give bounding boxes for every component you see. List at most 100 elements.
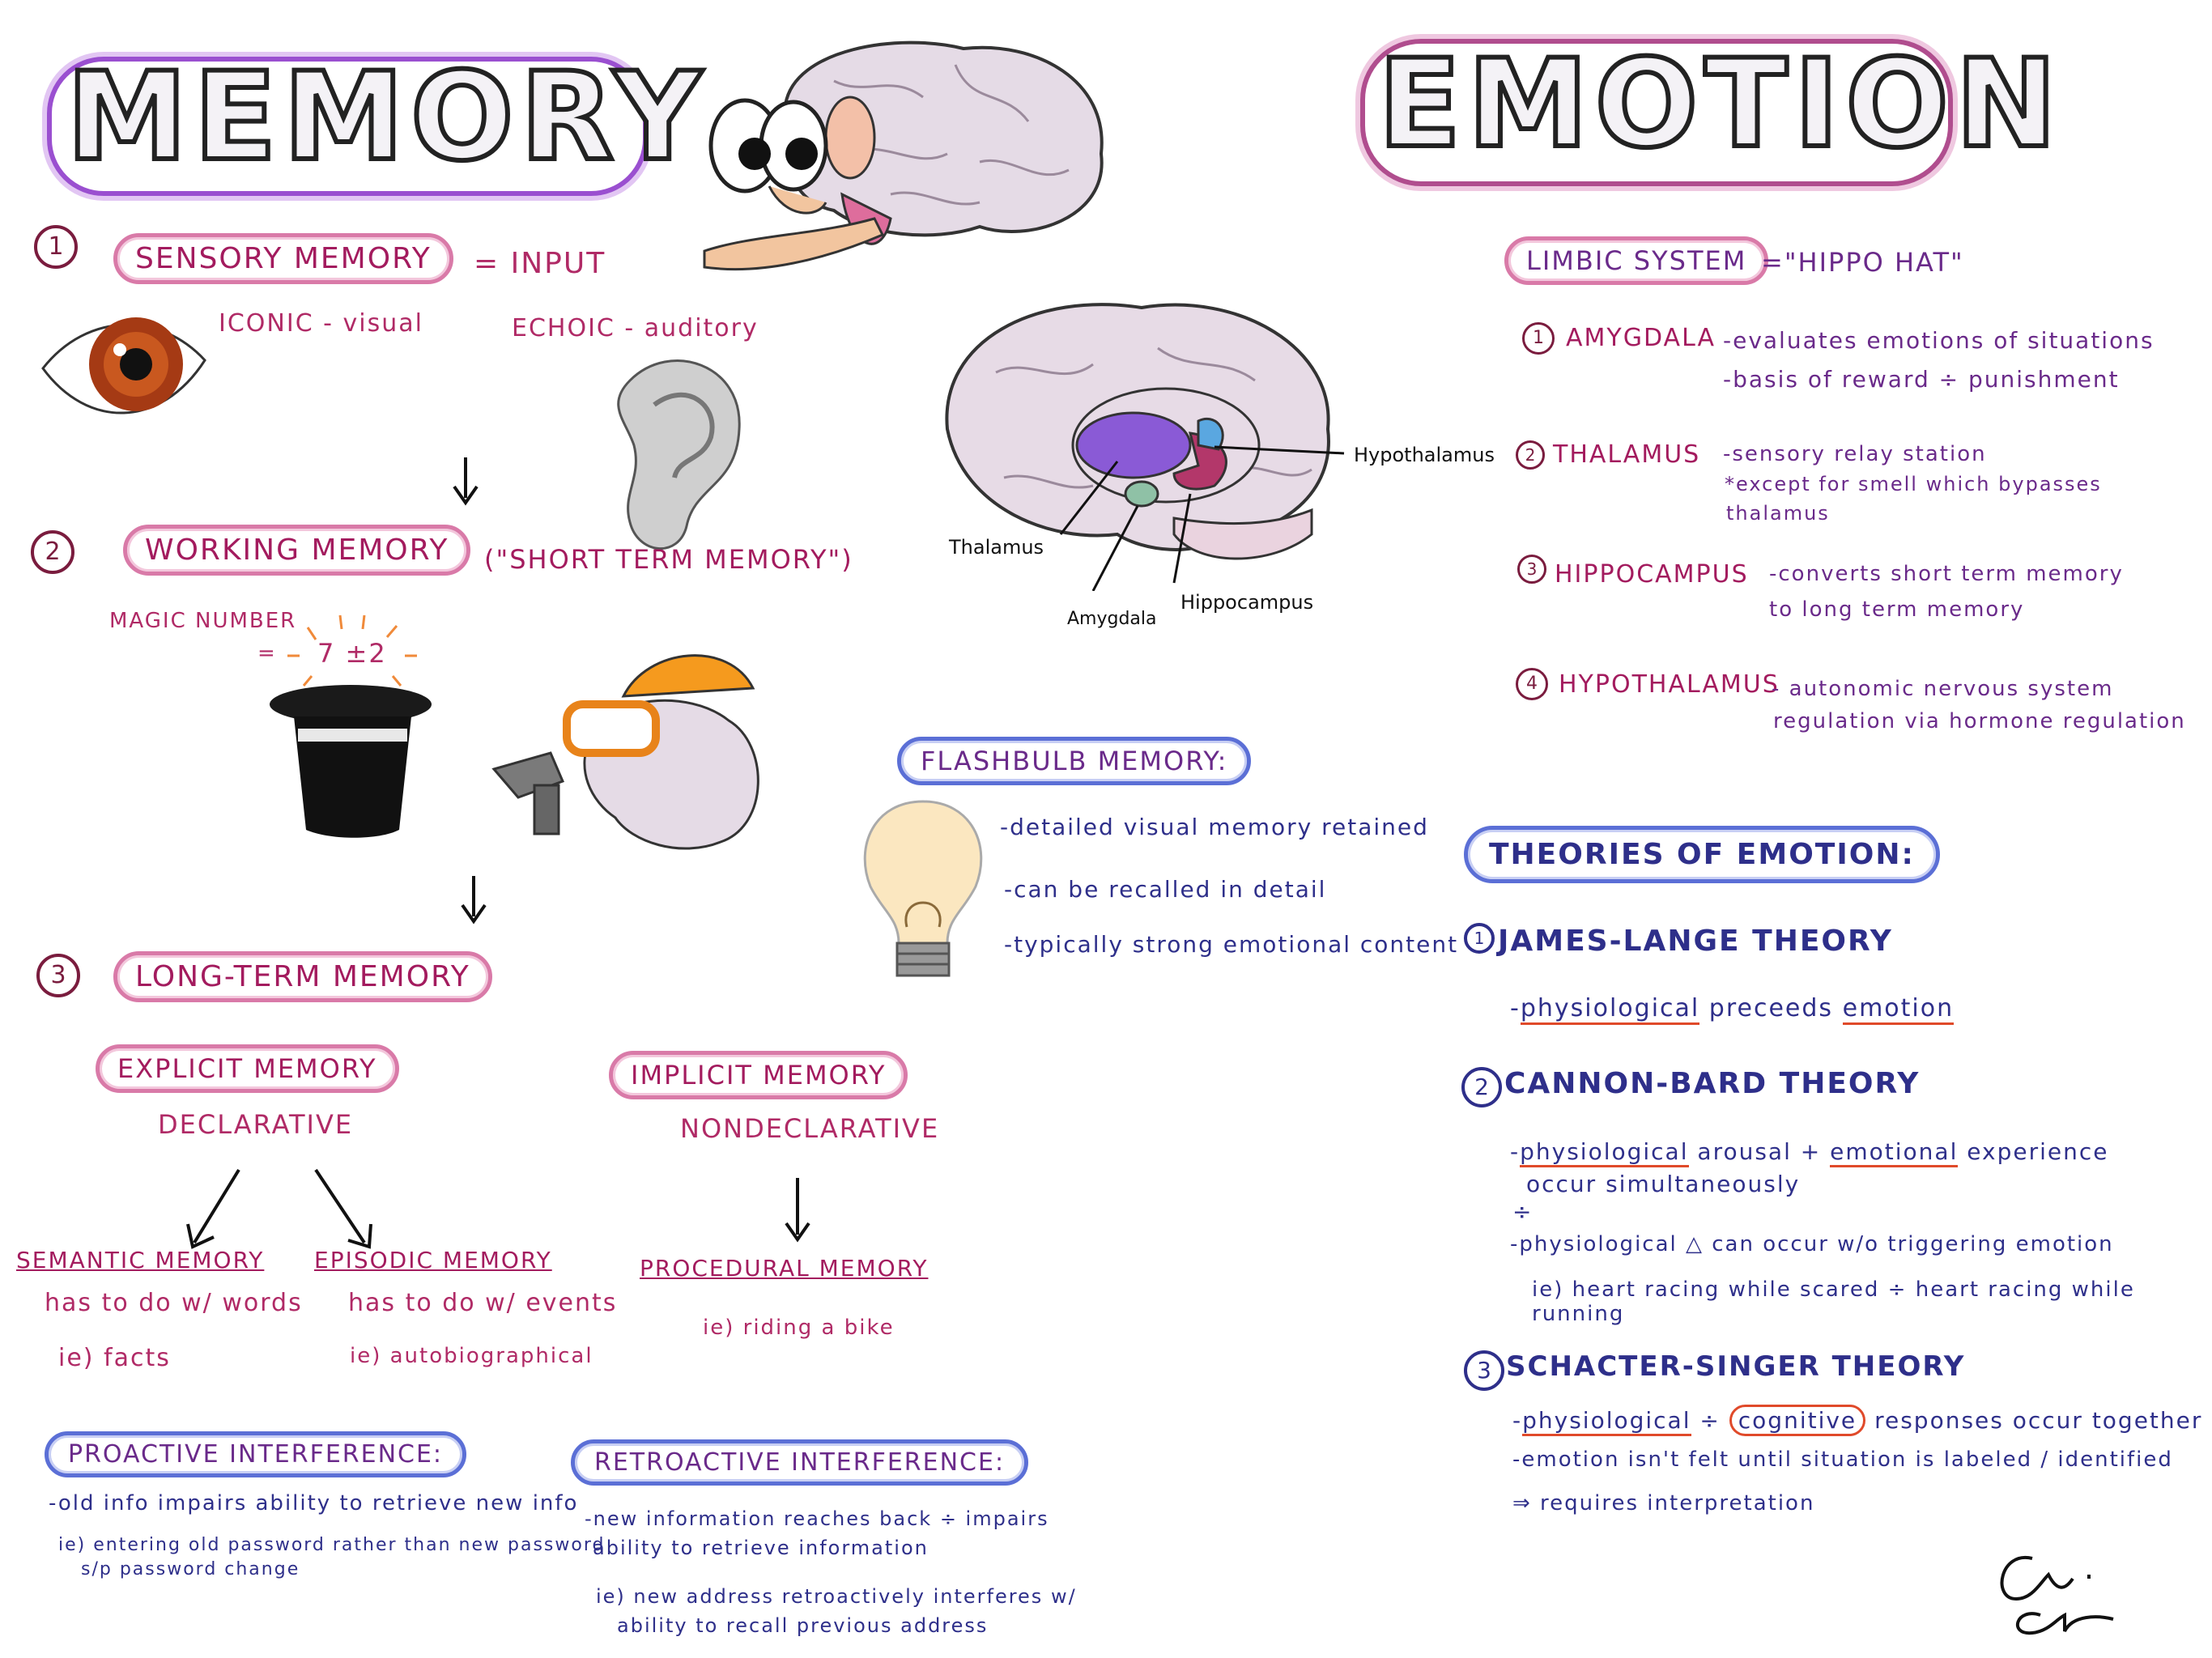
schacter-div: ÷ <box>1699 1407 1721 1434</box>
episodic-memory-label: EPISODIC MEMORY <box>314 1247 552 1273</box>
amygdala-desc: -evaluates emotions of situations <box>1723 327 2155 354</box>
short-term-label: ("SHORT TERM MEMORY") <box>484 544 853 575</box>
thalamus-label: Thalamus <box>949 536 1044 559</box>
schacter-line2: -emotion isn't felt until situation is l… <box>1512 1448 2173 1472</box>
limbic-number-3: 3 <box>1517 555 1546 584</box>
hippocampus-desc: -converts short term memory <box>1769 562 2124 586</box>
procedural-example: ie) riding a bike <box>703 1316 895 1340</box>
long-term-memory-label: LONG-TERM MEMORY <box>135 960 470 993</box>
cannon-arousal: arousal + <box>1697 1138 1822 1165</box>
hypothalamus-name: HYPOTHALAMUS <box>1559 670 1780 699</box>
proactive-label: PROACTIVE INTERFERENCE: <box>68 1440 444 1469</box>
flashbulb-item-1: -detailed visual memory retained <box>1000 814 1429 840</box>
sparkle-icon <box>287 614 417 687</box>
retroactive-interference-pill: RETROACTIVE INTERFERENCE: <box>571 1439 1029 1486</box>
schacter-dash: - <box>1512 1407 1523 1434</box>
hippocampus-desc2: to long term memory <box>1769 597 2025 622</box>
cannon-line2: occur simultaneously <box>1526 1171 1801 1197</box>
limbic-number-2: 2 <box>1516 440 1545 470</box>
semantic-example: ie) facts <box>58 1344 171 1372</box>
cannon-experience: experience <box>1967 1138 2109 1165</box>
signature-mark <box>2000 1555 2114 1635</box>
explicit-memory-label: EXPLICIT MEMORY <box>117 1053 377 1084</box>
down-arrow-icon <box>785 1178 810 1243</box>
declarative-label: DECLARATIVE <box>158 1109 354 1140</box>
memory-title-banner <box>47 57 648 196</box>
procedural-memory-label: PROCEDURAL MEMORY <box>640 1255 929 1282</box>
thalamus-desc: -sensory relay station <box>1723 442 1987 466</box>
limbic-number-1: 1 <box>1522 322 1555 355</box>
semantic-memory-label: SEMANTIC MEMORY <box>16 1247 265 1273</box>
emotion-title-banner <box>1360 39 1953 186</box>
flashbulb-item-3: -typically strong emotional content <box>1004 931 1459 958</box>
emotion-title: EMOTION <box>1376 32 2064 177</box>
hippocampus-name: HIPPOCAMPUS <box>1555 560 1749 589</box>
semantic-desc: has to do w/ words <box>45 1289 303 1317</box>
flashbulb-item-2: -can be recalled in detail <box>1004 876 1327 903</box>
retroactive-line2: ability to retrieve information <box>593 1537 929 1559</box>
limbic-number-4: 4 <box>1516 668 1548 700</box>
episodic-desc: has to do w/ events <box>348 1289 618 1317</box>
implicit-memory-pill: IMPLICIT MEMORY <box>609 1051 908 1099</box>
cannon-bard-title-text: CANNON-BARD THEORY <box>1504 1067 1921 1100</box>
james-lange-title-pos: JAMES-LANGE THEORY <box>1498 925 1893 958</box>
proactive-interference-pill: PROACTIVE INTERFERENCE: <box>45 1431 467 1477</box>
cannon-line4: ie) heart racing while scared ÷ heart ra… <box>1532 1278 2135 1326</box>
magic-number-value: 7 ±2 <box>317 638 387 669</box>
echoic-label: ECHOIC - auditory <box>512 314 759 342</box>
james-dash: - <box>1510 994 1521 1022</box>
cannon-line1: -physiological arousal + emotional exper… <box>1510 1138 2109 1167</box>
cannon-physiological: physiological <box>1520 1138 1689 1167</box>
schacter-physiological: physiological <box>1522 1407 1691 1436</box>
schacter-responses: responses occur together <box>1874 1407 2203 1434</box>
magic-number-eq: = <box>257 641 277 665</box>
magic-number-label: MAGIC NUMBER <box>109 609 297 633</box>
sensory-memory-label: SENSORY MEMORY <box>135 242 432 275</box>
james-emotion: emotion <box>1842 994 1955 1025</box>
sensory-memory-pill: SENSORY MEMORY <box>113 233 453 284</box>
hypothalamus-desc: - autonomic nervous system <box>1772 677 2114 701</box>
top-hat-icon <box>270 685 432 838</box>
limbic-eq: ="HIPPO HAT" <box>1761 247 1964 278</box>
working-memory-label: WORKING MEMORY <box>145 534 449 567</box>
thalamus-desc2: *except for smell which bypasses <box>1725 473 2102 495</box>
cannon-emotional: emotional <box>1830 1138 1959 1167</box>
limbic-system-label: LIMBIC SYSTEM <box>1526 245 1747 276</box>
schacter-singer-title: SCHACTER-SINGER THEORY <box>1506 1350 1965 1383</box>
flashbulb-label: FLASHBULB MEMORY: <box>921 746 1228 776</box>
james-lange-title-text: JAMES-LANGE THEORY <box>1498 925 1893 958</box>
eye-icon <box>41 317 206 414</box>
working-memory-pill: WORKING MEMORY <box>123 525 471 576</box>
limbic-system-pill: LIMBIC SYSTEM <box>1504 236 1769 285</box>
step-number-1: 1 <box>34 225 78 269</box>
branch-arrows-icon <box>186 1168 372 1249</box>
cannon-divider: ÷ <box>1512 1198 1534 1225</box>
schacter-line1: -physiological ÷ cognitive responses occ… <box>1512 1405 2203 1436</box>
theories-label: THEORIES OF EMOTION: <box>1489 838 1915 871</box>
flashbulb-memory-pill: FLASHBULB MEMORY: <box>897 737 1252 785</box>
james-physiological: physiological <box>1520 994 1700 1025</box>
retroactive-line3: ie) new address retroactively interferes… <box>596 1585 1077 1608</box>
schacter-singer-title-text: SCHACTER-SINGER THEORY <box>1506 1350 1966 1383</box>
cannon-dash: - <box>1510 1138 1521 1165</box>
thalamus-name: THALAMUS <box>1553 440 1701 469</box>
theory-number-3: 3 <box>1464 1350 1504 1391</box>
cannon-bard-title: CANNON-BARD THEORY <box>1504 1067 1920 1100</box>
long-term-memory-pill: LONG-TERM MEMORY <box>113 951 492 1002</box>
proactive-line1: -old info impairs ability to retrieve ne… <box>49 1491 579 1516</box>
theory-number-2: 2 <box>1461 1067 1502 1107</box>
nondeclarative-label: NONDECLARATIVE <box>680 1113 940 1144</box>
hippocampus-label: Hippocampus <box>1180 591 1314 614</box>
hypothalamus-label: Hypothalamus <box>1354 444 1495 466</box>
down-arrow-icon <box>453 457 479 506</box>
amygdala-label: Amygdala <box>1067 609 1157 629</box>
cartoon-brain-icon <box>703 40 1104 271</box>
down-arrow-icon <box>461 876 487 925</box>
step-number-3: 3 <box>36 954 80 997</box>
explicit-memory-pill: EXPLICIT MEMORY <box>96 1044 399 1093</box>
retroactive-line1: -new information reaches back ÷ impairs <box>585 1507 1049 1530</box>
retroactive-label: RETROACTIVE INTERFERENCE: <box>594 1448 1006 1477</box>
james-lange-desc: -physiological preceeds emotion <box>1510 994 1955 1025</box>
retroactive-line4: ability to recall previous address <box>617 1614 989 1637</box>
proactive-line3: s/p password change <box>81 1559 300 1579</box>
